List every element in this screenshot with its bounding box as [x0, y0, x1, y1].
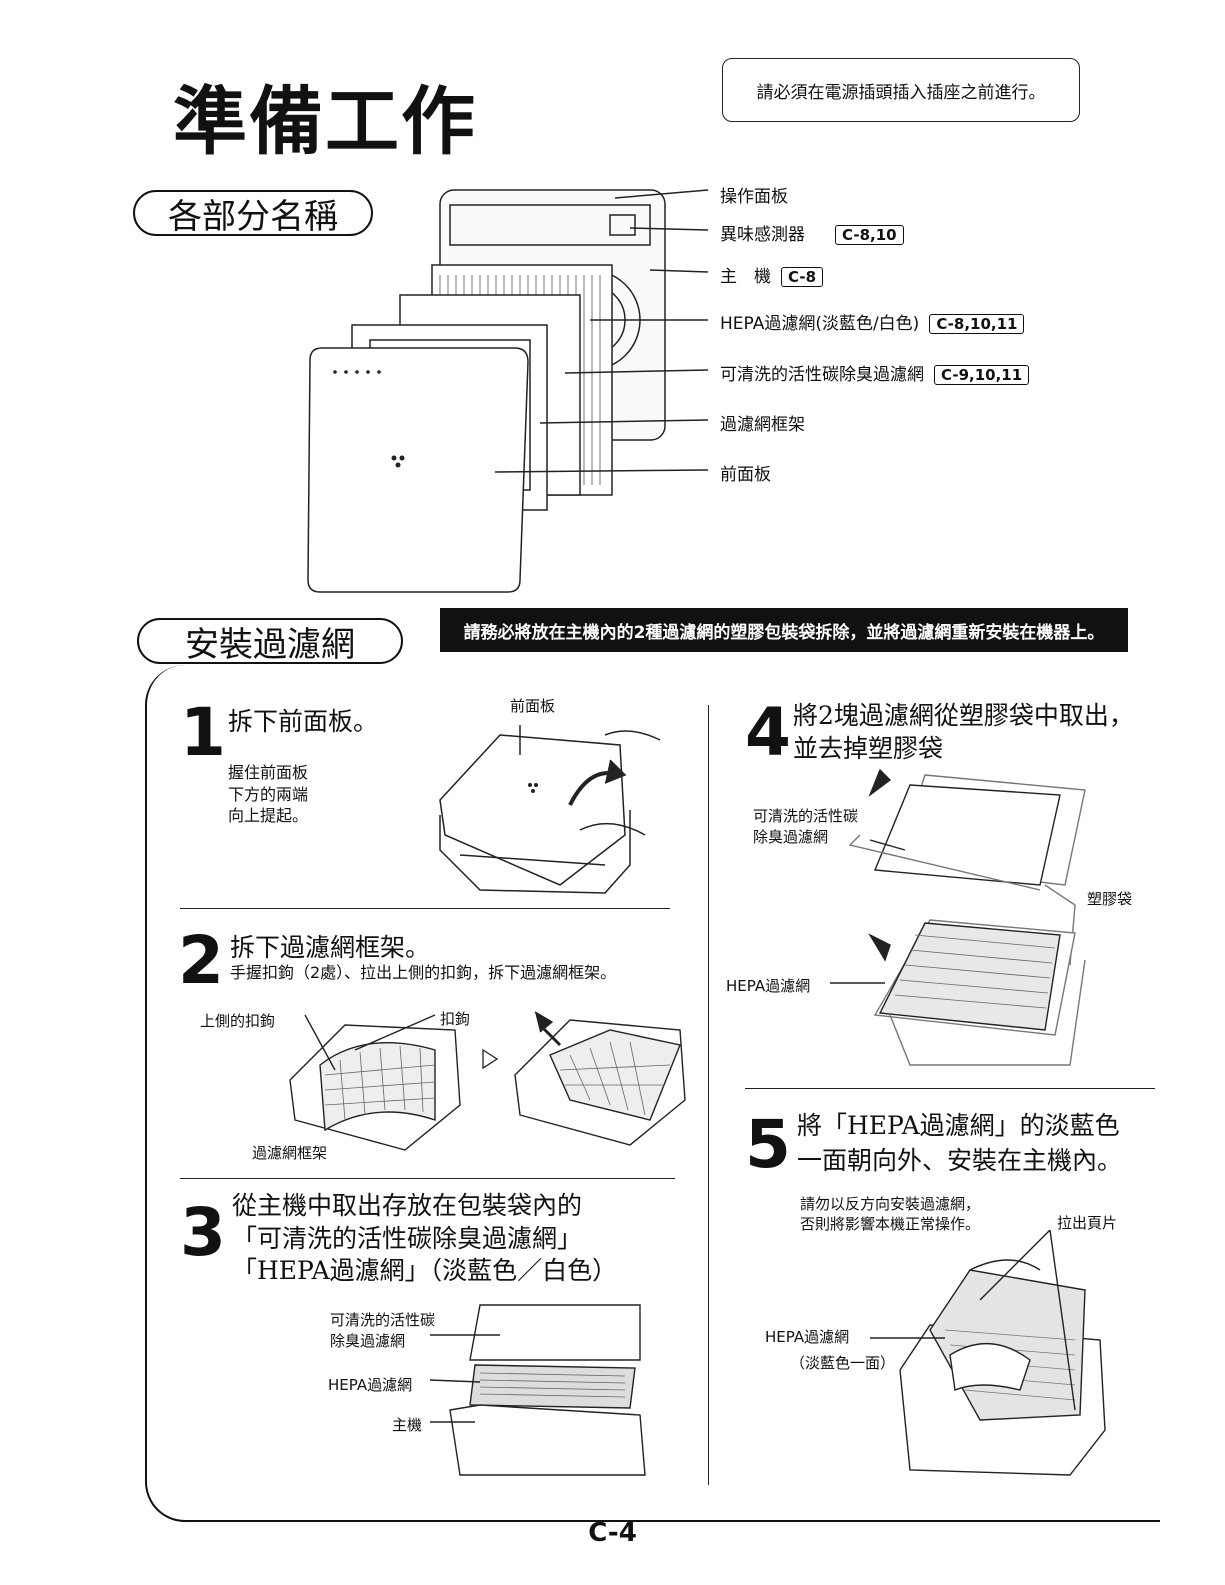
part-label-hepa-filter: HEPA過濾網(淡藍色/白色)C-8,10,11	[720, 309, 1024, 334]
page-ref-badge: C-8,10	[835, 225, 904, 245]
part-label-control-panel: 操作面板	[720, 182, 788, 207]
page-title: 準備工作	[173, 62, 477, 169]
warning-banner: 請務必將放在主機內的2種過濾網的塑膠包裝袋拆除，並將過濾網重新安裝在機器上。	[440, 608, 1128, 652]
step-4-label-hepa-filter: HEPA過濾網	[726, 975, 810, 996]
step-3-label-hepa-filter: HEPA過濾網	[328, 1374, 412, 1395]
step-2-illustration-right	[510, 1000, 690, 1150]
page-ref-badge: C-9,10,11	[934, 365, 1029, 385]
part-label-front-panel: 前面板	[720, 460, 771, 485]
step-3-number: 3	[180, 1200, 226, 1266]
step-3-label-main-unit: 主機	[392, 1414, 422, 1435]
step-5-label-hepa-filter: HEPA過濾網	[765, 1326, 849, 1347]
column-divider	[708, 705, 709, 1485]
step-3-title: 從主機中取出存放在包裝袋內的 「可清洗的活性碳除臭過濾網」 「HEPA過濾網」（…	[232, 1190, 617, 1288]
step-1-label-front-panel: 前面板	[510, 695, 555, 716]
step-2-label-upper-hook: 上側的扣鉤	[200, 1010, 275, 1031]
step-5-number: 5	[745, 1112, 791, 1178]
parts-exploded-illustration	[290, 180, 730, 600]
step-divider	[180, 1178, 675, 1179]
step-2-number: 2	[178, 928, 224, 994]
step-2-desc: 手握扣鉤（2處）、拉出上側的扣鉤，拆下過濾網框架。	[230, 962, 616, 984]
page-ref-badge: C-8,10,11	[929, 314, 1024, 334]
step-3-illustration	[420, 1290, 660, 1480]
step-2-title: 拆下過濾網框架。	[230, 928, 430, 964]
step-1-desc: 握住前面板 下方的兩端 向上提起。	[228, 762, 308, 827]
step-divider	[745, 1088, 1155, 1089]
step-4-number: 4	[745, 700, 791, 766]
step-1-number: 1	[180, 700, 226, 766]
arrow-right-icon	[480, 1048, 500, 1070]
step-5-desc: 請勿以反方向安裝過濾網， 否則將影響本機正常操作。	[800, 1194, 980, 1235]
page-number: C-4	[0, 1518, 1225, 1548]
step-1-title: 拆下前面板。	[228, 702, 378, 738]
step-4-title: 將2塊過濾網從塑膠袋中取出， 並去掉塑膠袋	[793, 700, 1134, 765]
step-1-illustration	[430, 715, 670, 900]
part-label-filter-frame: 過濾網框架	[720, 410, 805, 435]
step-5-illustration	[870, 1230, 1120, 1485]
step-2-illustration-left	[285, 1010, 470, 1155]
step-5-title: 將「HEPA過濾網」的淡藍色 一面朝向外、安裝在主機內。	[797, 1108, 1122, 1178]
step-4-label-plastic-bag: 塑膠袋	[1087, 888, 1132, 909]
notice-box: 請必須在電源插頭插入插座之前進行。	[722, 58, 1080, 122]
step-4-illustration	[830, 765, 1090, 1075]
step-divider	[180, 908, 670, 909]
install-heading: 安裝過濾網	[137, 618, 403, 664]
page-ref-badge: C-8	[781, 267, 823, 287]
